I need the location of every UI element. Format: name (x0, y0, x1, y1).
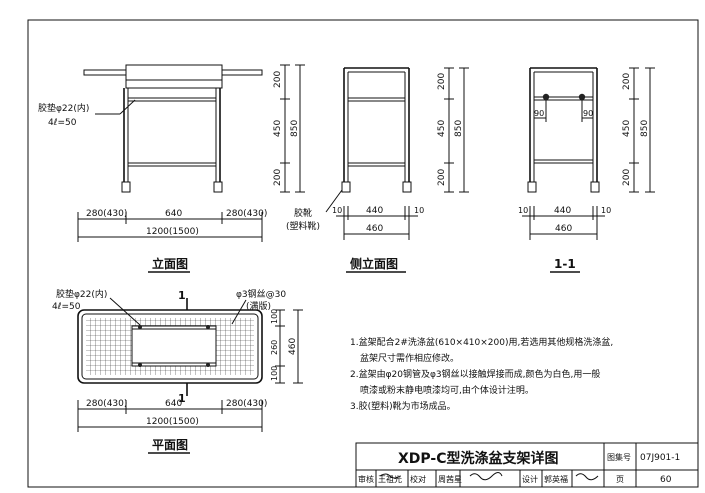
plan-dim-total-v: 460 (288, 338, 298, 355)
side-dim-height: 850 (454, 120, 464, 137)
section-dim-h2: 440 (554, 206, 571, 216)
plan-view: 1 1 胶垫φ22(内) 4ℓ=50 φ3钢丝@30 (满版) 100 260 … (52, 288, 303, 454)
plan-dim-v1: 100 (270, 309, 279, 324)
elev-dim-total: 1200(1500) (146, 227, 199, 237)
plan-dim-h1: 280(430) (86, 399, 127, 409)
plan-section-mark-bottom: 1 (178, 392, 186, 405)
note-line-3: 2.盆架由φ20钢管及φ3钢丝以接触焊接而成,颜色为白色,用一般 (350, 370, 601, 380)
note-line-4: 喷漆或粉末静电喷漆均可,由个体设计注明。 (360, 386, 534, 396)
page-number: 60 (660, 475, 672, 485)
elev-dim-height: 850 (290, 120, 300, 137)
elev-dim-h3: 280(430) (226, 209, 267, 219)
reviewer-signature (379, 473, 401, 479)
right-wing (221, 69, 263, 76)
side-right-shoe (402, 181, 412, 193)
side-left-shoe (341, 181, 351, 193)
side-dim-h1: 10 (332, 206, 342, 215)
design-label: 设计 (522, 474, 538, 484)
section-dim-inner-left: 90 (534, 109, 544, 118)
side-dim-v2: 450 (437, 120, 447, 137)
check-label: 校对 (410, 474, 426, 484)
elev-dim-v1: 200 (273, 71, 283, 88)
page-label: 页 (616, 475, 624, 484)
review-label: 审核 (358, 474, 374, 484)
section-dim-v3: 200 (622, 169, 632, 186)
section-view: 90 90 200 450 200 850 10 440 10 460 1-1 (518, 67, 655, 273)
side-elevation-title: 侧立面图 (350, 256, 398, 271)
checker-signature (469, 472, 503, 481)
elev-dim-h2: 640 (165, 209, 182, 219)
plan-dim-h3: 280(430) (226, 399, 267, 409)
elevation-title: 立面图 (152, 256, 188, 271)
designer-signature (575, 473, 599, 481)
reviewer-name: 王祖光 (378, 474, 402, 484)
note-line-5: 3.胶(塑料)靴为市场成品。 (350, 402, 456, 412)
plan-gasket-label: 胶垫φ22(内) (56, 288, 107, 300)
plan-section-mark-top: 1 (178, 289, 186, 302)
section-dim-v1: 200 (622, 73, 632, 90)
section-dim-height: 850 (640, 120, 650, 137)
side-shoe-sub: (塑料靴) (286, 220, 320, 232)
side-dim-h3: 10 (414, 206, 424, 215)
title-block-title: XDP-C型洗涤盆支架详图 (398, 450, 559, 467)
atlas-label: 图集号 (607, 452, 631, 462)
plan-dim-v2: 260 (270, 340, 279, 355)
side-dim-total: 460 (366, 224, 383, 234)
plan-wire-sub: (满版) (246, 300, 271, 312)
plan-title: 平面图 (152, 438, 188, 452)
side-dim-v3: 200 (437, 169, 447, 186)
plan-outer-frame (77, 309, 263, 384)
title-block: XDP-C型洗涤盆支架详图 图集号 07J901-1 页 60 审核 王祖光 校… (355, 442, 699, 488)
plan-dim-total: 1200(1500) (146, 417, 199, 427)
note-line-1: 1.盆架配合2#洗涤盆(610×410×200)用,若选用其他规格洗涤盆, (350, 338, 614, 348)
section-dim-h3: 10 (601, 206, 611, 215)
side-elevation-view: 200 450 200 850 胶靴 (塑料靴) 10 440 10 460 侧… (286, 67, 469, 273)
section-dim-inner-right: 90 (583, 109, 593, 118)
side-dim-h2: 440 (366, 206, 383, 216)
section-dim-total: 460 (555, 224, 572, 234)
plan-wire-label: φ3钢丝@30 (236, 288, 286, 300)
checker-name: 周茜星 (438, 474, 462, 484)
section-tube-right (578, 93, 586, 101)
atlas-number: 07J901-1 (640, 453, 680, 463)
sink-basin (125, 64, 223, 89)
side-dim-v1: 200 (437, 73, 447, 90)
designer-name: 郭英福 (544, 474, 568, 484)
plan-gasket-sub: 4ℓ=50 (52, 302, 81, 312)
elev-gasket-sub: 4ℓ=50 (48, 118, 77, 128)
elev-dim-v2: 450 (273, 120, 283, 137)
elevation-view: 胶垫φ22(内) 4ℓ=50 200 450 200 850 280(430) … (38, 64, 305, 273)
section-dim-v2: 450 (622, 120, 632, 137)
plan-dim-h2: 640 (165, 399, 182, 409)
plan-sink-opening (131, 325, 217, 367)
elev-dim-v3: 200 (273, 169, 283, 186)
right-shoe (213, 181, 223, 193)
plan-dim-v3: 100 (270, 366, 279, 381)
notes-block: 1.盆架配合2#洗涤盆(610×410×200)用,若选用其他规格洗涤盆, 盆架… (350, 335, 613, 415)
section-dim-h1: 10 (518, 206, 528, 215)
side-shoe-label: 胶靴 (294, 207, 312, 219)
elev-gasket-label: 胶垫φ22(内) (38, 102, 89, 114)
left-wing (83, 69, 127, 76)
section-tube-left (542, 93, 550, 101)
left-shoe (121, 181, 131, 193)
section-title: 1-1 (554, 257, 576, 271)
elev-dim-h1: 280(430) (86, 209, 127, 219)
note-line-2: 盆架尺寸需作相应修改。 (360, 354, 460, 364)
